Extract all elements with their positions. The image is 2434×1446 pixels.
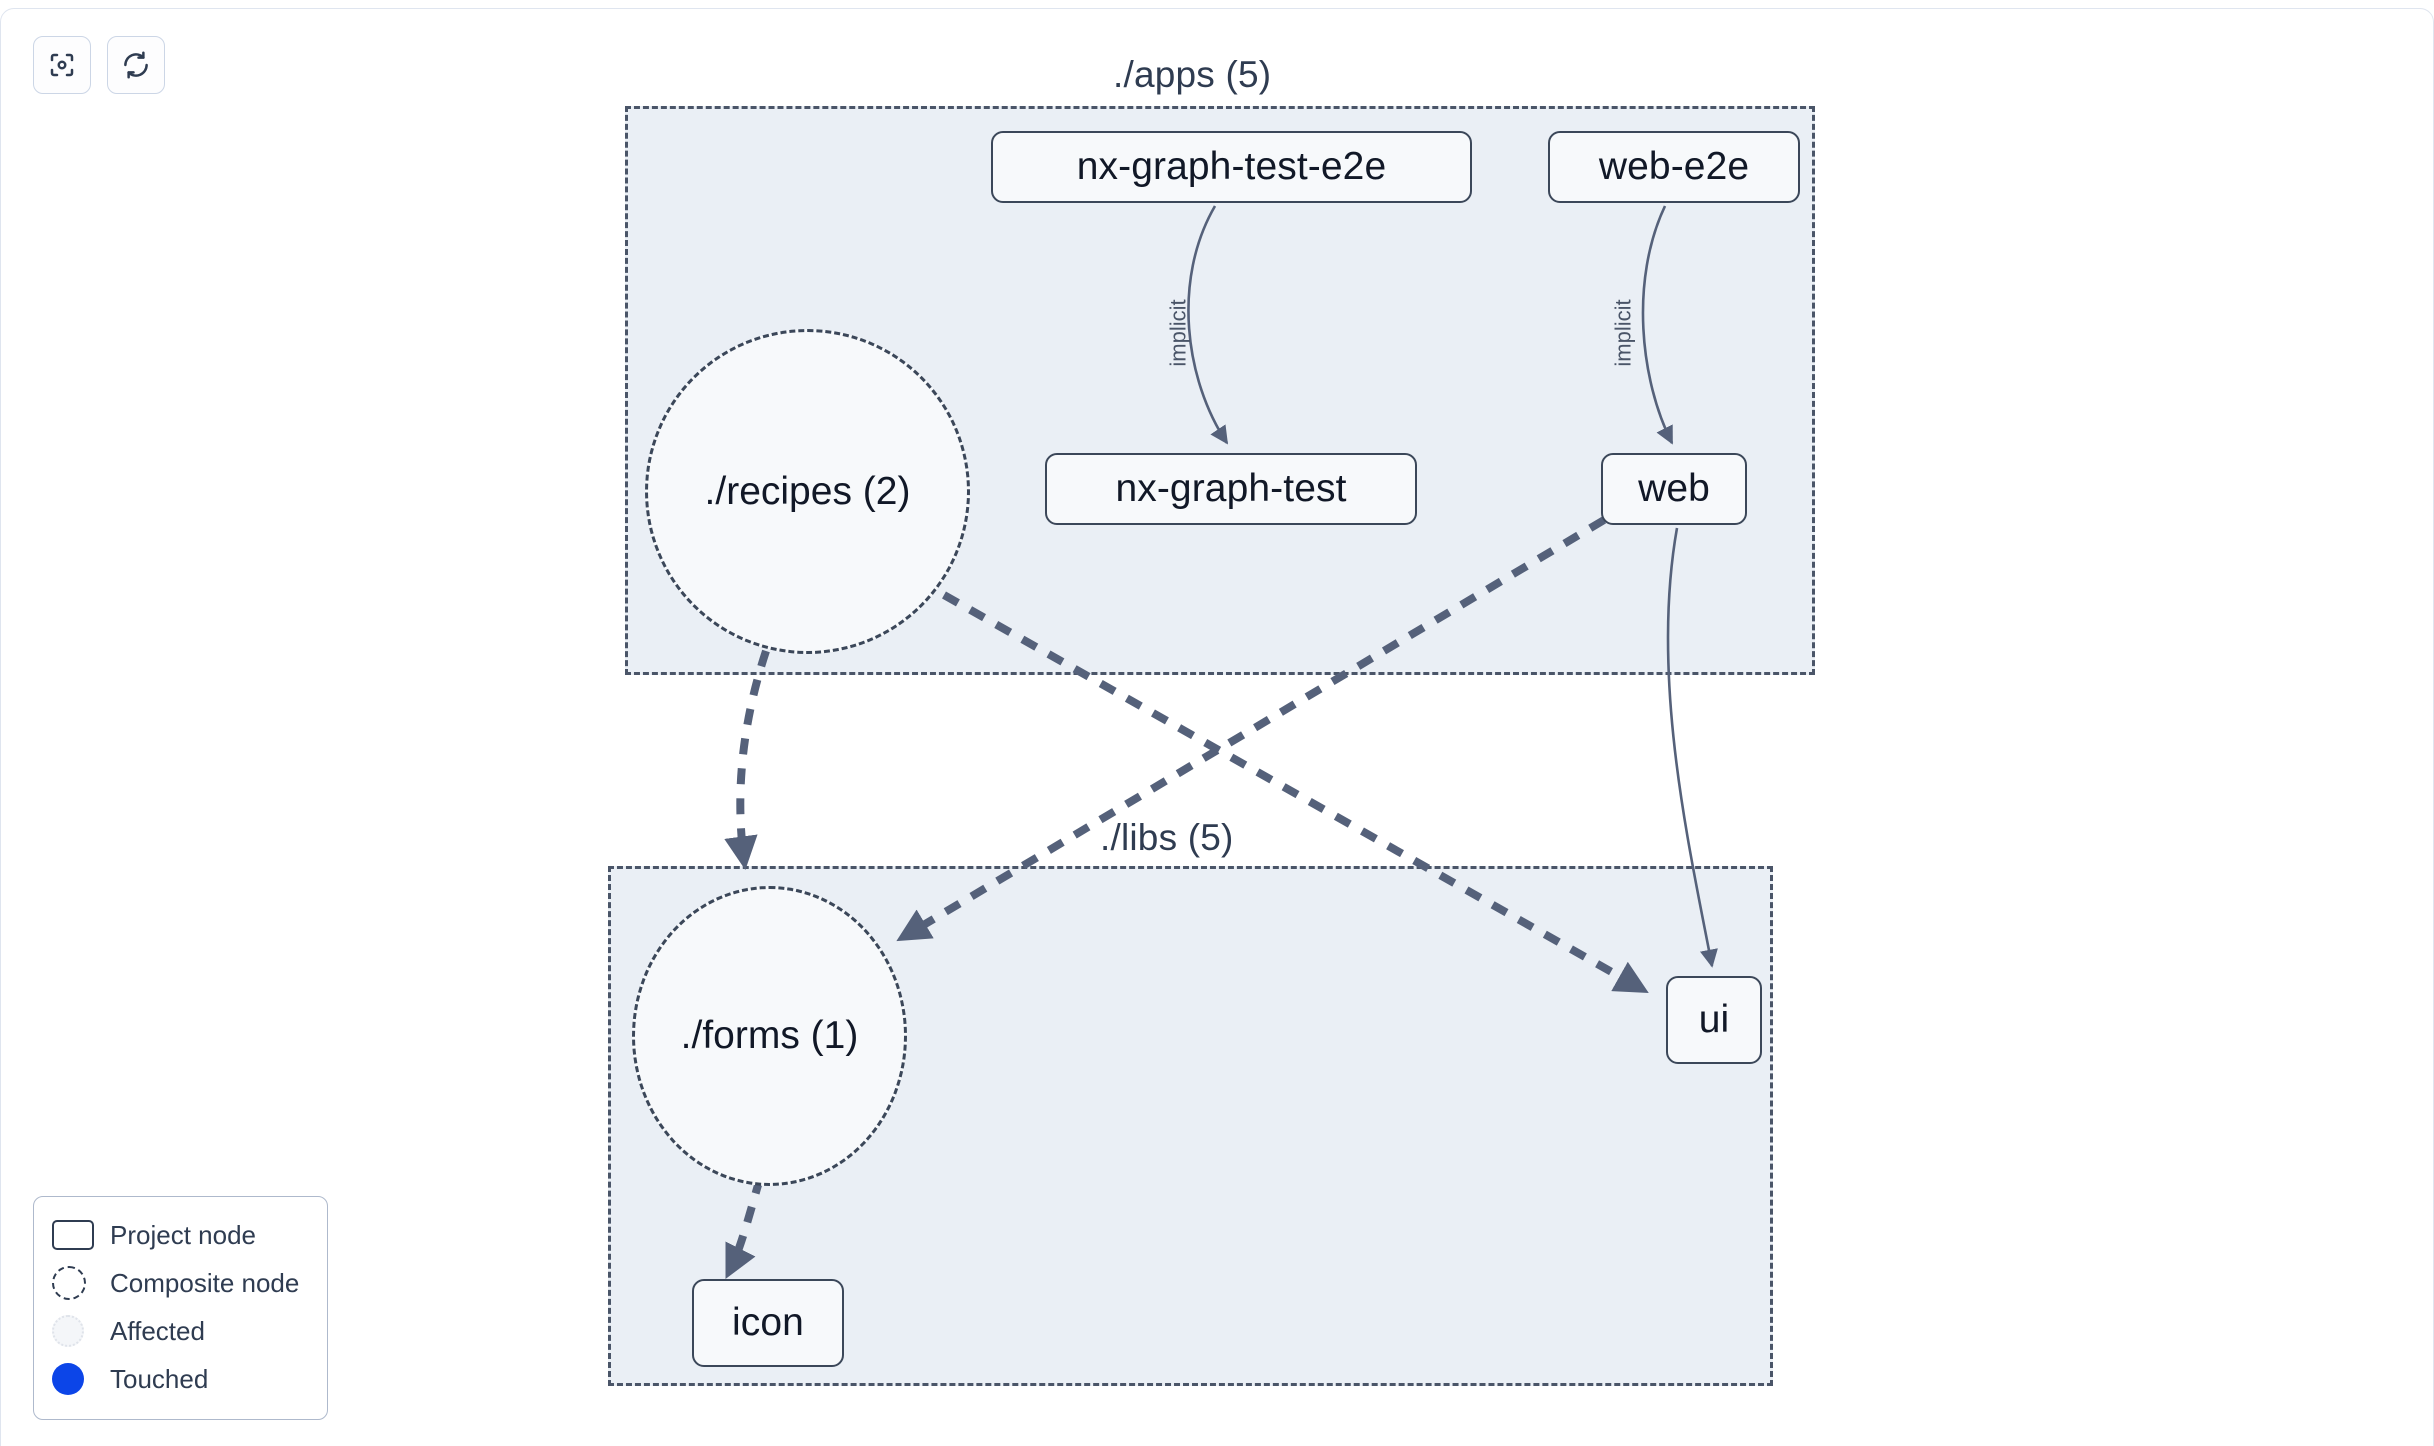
legend-item-project-node: Project node [52, 1211, 309, 1259]
legend-label-composite-node: Composite node [110, 1267, 300, 1298]
project-node-web[interactable]: web [1601, 453, 1747, 525]
refresh-graph-button[interactable] [107, 36, 165, 94]
composite-node-swatch [52, 1266, 104, 1300]
legend-label-touched: Touched [110, 1363, 209, 1394]
group-label-apps: ./apps (5) [1113, 54, 1272, 95]
graph-toolbar [33, 36, 165, 94]
graph-legend: Project node Composite node Affected Tou… [33, 1196, 328, 1420]
legend-label-affected: Affected [110, 1315, 205, 1346]
edge-label-implicit-1: implicit [1165, 299, 1191, 367]
group-label-libs: ./libs (5) [1100, 817, 1234, 858]
project-node-icon[interactable]: icon [692, 1279, 844, 1367]
composite-node-forms[interactable]: ./forms (1) [632, 886, 907, 1186]
focus-graph-button[interactable] [33, 36, 91, 94]
touched-swatch [52, 1363, 104, 1395]
legend-item-affected: Affected [52, 1307, 309, 1355]
legend-item-composite-node: Composite node [52, 1259, 309, 1307]
affected-swatch [52, 1315, 104, 1347]
project-node-nx-graph-test[interactable]: nx-graph-test [1045, 453, 1417, 525]
project-node-web-e2e[interactable]: web-e2e [1548, 131, 1800, 203]
legend-label-project-node: Project node [110, 1219, 256, 1250]
project-node-nx-graph-test-e2e[interactable]: nx-graph-test-e2e [991, 131, 1472, 203]
refresh-icon [121, 50, 151, 80]
composite-node-recipes[interactable]: ./recipes (2) [645, 329, 970, 654]
focus-target-icon [47, 50, 77, 80]
edge-label-implicit-2: implicit [1610, 299, 1636, 367]
project-node-ui[interactable]: ui [1666, 976, 1762, 1064]
legend-item-touched: Touched [52, 1355, 309, 1403]
project-node-swatch [52, 1220, 104, 1250]
